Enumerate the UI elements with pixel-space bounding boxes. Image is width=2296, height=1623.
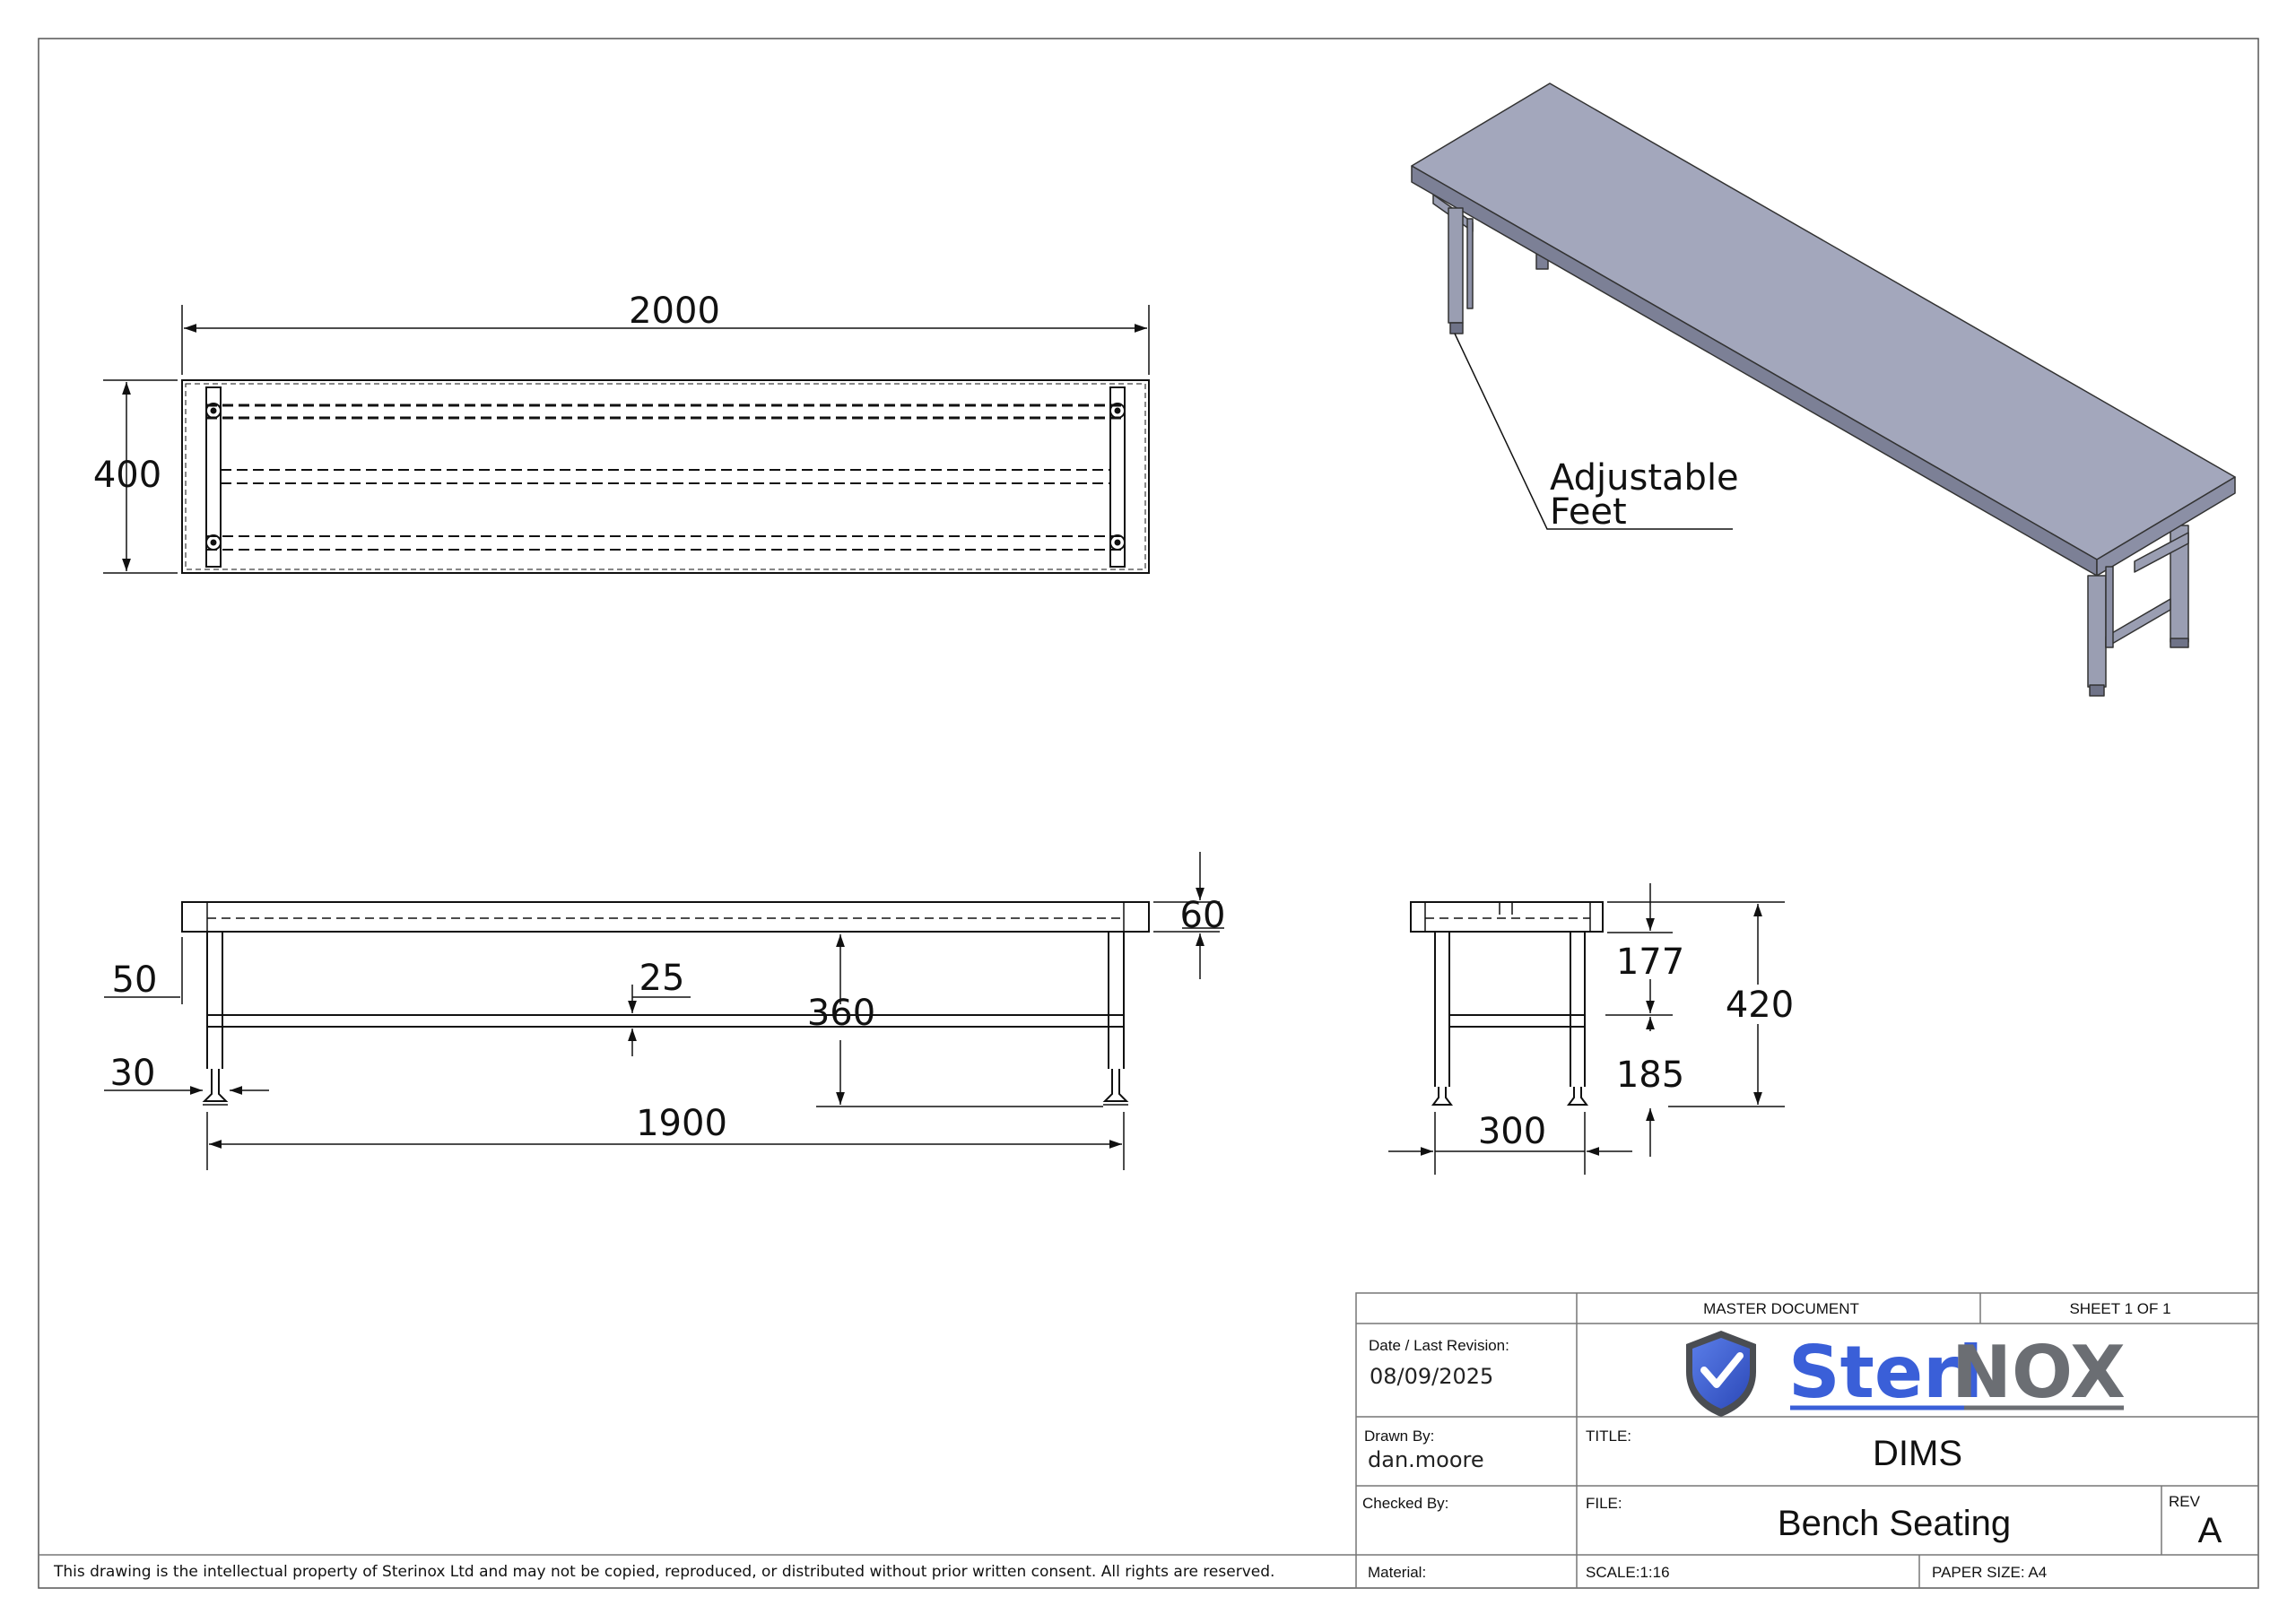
dim-400-label: 400: [93, 455, 161, 496]
dim-30-label: 30: [110, 1053, 156, 1094]
dim-50-label: 50: [112, 959, 158, 1001]
dim-177-label: 177: [1616, 942, 1684, 983]
sterinox-logo: Steri NOX: [1686, 1331, 2126, 1417]
callout-feet: Feet: [1550, 491, 1627, 533]
adjustable-feet-callout-leader: [1454, 333, 1733, 530]
dim-1900-label: 1900: [636, 1103, 727, 1144]
dim-side-depth: [1388, 1112, 1632, 1175]
material-label: Material:: [1368, 1564, 1426, 1581]
logo-steri: Steri: [1788, 1331, 1983, 1414]
isometric-view: [1411, 82, 2236, 697]
dim-rail-height: [816, 934, 1103, 1107]
title-value: DIMS: [1873, 1434, 1962, 1473]
dim-side-verticals: [1605, 883, 1785, 1157]
scale-value: SCALE:1:16: [1586, 1564, 1670, 1581]
title-label: TITLE:: [1586, 1428, 1631, 1445]
dim-25-label: 25: [639, 958, 685, 999]
dim-185-label: 185: [1616, 1055, 1684, 1096]
file-label: FILE:: [1586, 1495, 1622, 1512]
rev-value: A: [2198, 1511, 2222, 1550]
side-view: [1410, 901, 1604, 1106]
date-value: 08/09/2025: [1370, 1364, 1493, 1389]
date-label: Date / Last Revision:: [1369, 1337, 1509, 1354]
dim-leg-span: [206, 1112, 1125, 1170]
master-document-label: MASTER DOCUMENT: [1703, 1300, 1859, 1317]
dim-360-label: 360: [807, 993, 875, 1034]
dim-overall-width: [103, 379, 178, 574]
dim-leg-inset: [104, 937, 183, 1004]
legal-notice: This drawing is the intellectual propert…: [53, 1563, 1274, 1581]
checked-by-label: Checked By:: [1362, 1495, 1448, 1512]
drawn-by-value: dan.moore: [1368, 1447, 1484, 1472]
dim-top-thickness: [1153, 852, 1224, 979]
dim-420-label: 420: [1726, 985, 1794, 1026]
rev-label: REV: [2169, 1493, 2201, 1510]
file-value: Bench Seating: [1778, 1504, 2011, 1543]
sheet-number: SHEET 1 OF 1: [2069, 1300, 2170, 1317]
dim-60-label: 60: [1180, 895, 1226, 936]
front-view: [181, 901, 1150, 1106]
dim-overall-length: [181, 305, 1150, 375]
dim-rail-size: [628, 985, 691, 1056]
dim-300-label: 300: [1478, 1111, 1546, 1152]
callout-adjustable: Adjustable: [1550, 457, 1739, 499]
sheet-border: [38, 38, 2259, 1589]
drawn-by-label: Drawn By:: [1364, 1428, 1434, 1445]
logo-nox: NOX: [1952, 1331, 2126, 1414]
title-block: [39, 1292, 2259, 1589]
top-view: [181, 379, 1150, 574]
dim-2000-label: 2000: [629, 291, 720, 332]
paper-size-value: PAPER SIZE: A4: [1932, 1564, 2047, 1581]
